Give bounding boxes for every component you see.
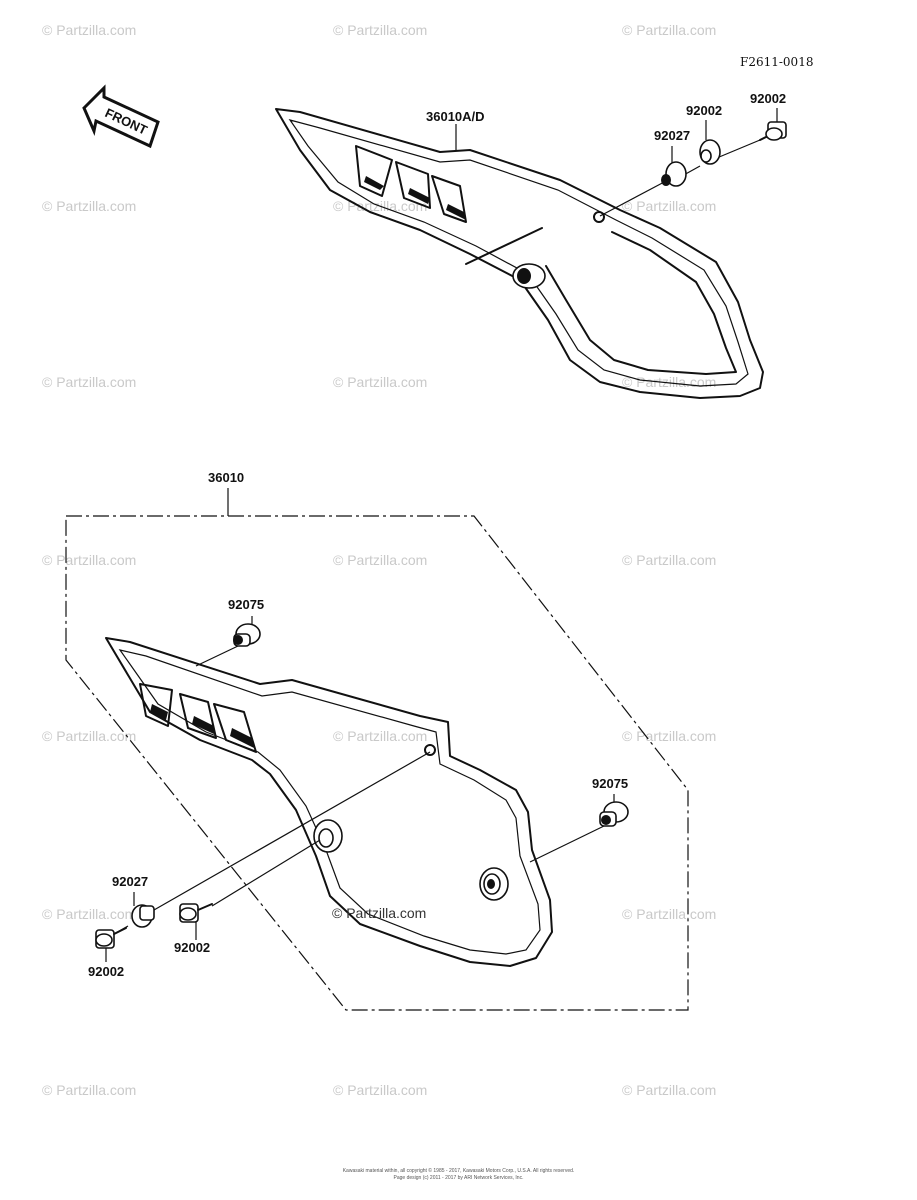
watermark: © Partzilla.com [42, 906, 137, 922]
lower-bolt-center-icon [179, 903, 213, 923]
lower-bolt-left-icon [95, 927, 127, 949]
part-label-upper-bolt: 92002 [750, 91, 786, 106]
center-watermark: © Partzilla.com [332, 905, 426, 921]
part-label-upper-collar: 92027 [654, 128, 690, 143]
watermark: © Partzilla.com [42, 728, 137, 744]
lower-grommet-top-icon [233, 623, 261, 647]
front-arrow-icon: FRONT [82, 84, 160, 149]
copyright-line-2: Page design (c) 2011 - 2017 by ARI Netwo… [393, 1175, 524, 1181]
part-label-upper-washer: 92002 [686, 103, 722, 118]
watermark: © Partzilla.com [42, 374, 137, 390]
watermark: © Partzilla.com [333, 552, 428, 568]
part-label-lower-collar: 92027 [112, 874, 148, 889]
part-label-upper-cover: 36010A/D [426, 109, 485, 124]
watermark: © Partzilla.com [42, 22, 137, 38]
watermark: © Partzilla.com [42, 198, 137, 214]
watermark: © Partzilla.com [42, 1082, 137, 1098]
part-label-lower-grommet-top: 92075 [228, 597, 264, 612]
watermark: © Partzilla.com [622, 1082, 717, 1098]
watermark: © Partzilla.com [622, 22, 717, 38]
part-label-lower-bolt-center: 92002 [174, 940, 210, 955]
part-label-lower-grommet-right: 92075 [592, 776, 628, 791]
watermark: © Partzilla.com [333, 22, 428, 38]
lower-grommet-right-icon [599, 801, 629, 827]
watermark: © Partzilla.com [622, 906, 717, 922]
copyright-line-1: Kawasaki material within, all copyright … [342, 1168, 575, 1174]
part-label-lower-bolt-left: 92002 [88, 964, 124, 979]
figure-code: F2611-0018 [740, 55, 813, 69]
part-label-lower-cover: 36010 [208, 470, 244, 485]
lower-collar-icon [131, 904, 155, 928]
upper-bolt-icon [759, 121, 787, 141]
watermark: © Partzilla.com [622, 374, 717, 390]
watermark: © Partzilla.com [333, 728, 428, 744]
watermark: © Partzilla.com [622, 198, 717, 214]
lower-chain-cover [105, 637, 553, 967]
upper-chain-cover [275, 108, 764, 399]
upper-washer-icon [699, 139, 721, 165]
kit-boundary [65, 515, 689, 1011]
watermark: © Partzilla.com [333, 1082, 428, 1098]
watermark: © Partzilla.com [622, 552, 717, 568]
watermark: © Partzilla.com [622, 728, 717, 744]
upper-collar-icon [661, 161, 687, 187]
watermark: © Partzilla.com [333, 374, 428, 390]
